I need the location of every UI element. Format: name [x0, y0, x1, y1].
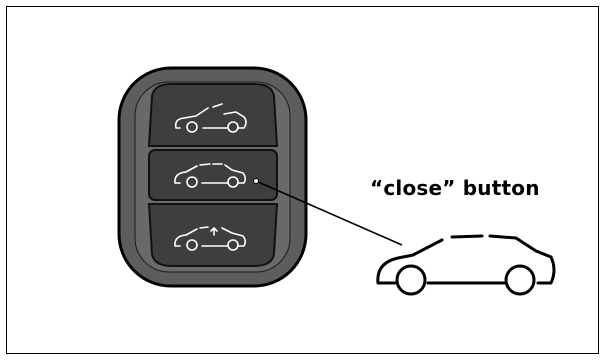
close-button-callout-label: “close” button — [370, 176, 540, 200]
roof-close-button[interactable] — [149, 204, 277, 266]
roof-open-button[interactable] — [149, 84, 277, 146]
close-button[interactable] — [149, 150, 277, 200]
enlarged-close-icon — [378, 236, 554, 294]
